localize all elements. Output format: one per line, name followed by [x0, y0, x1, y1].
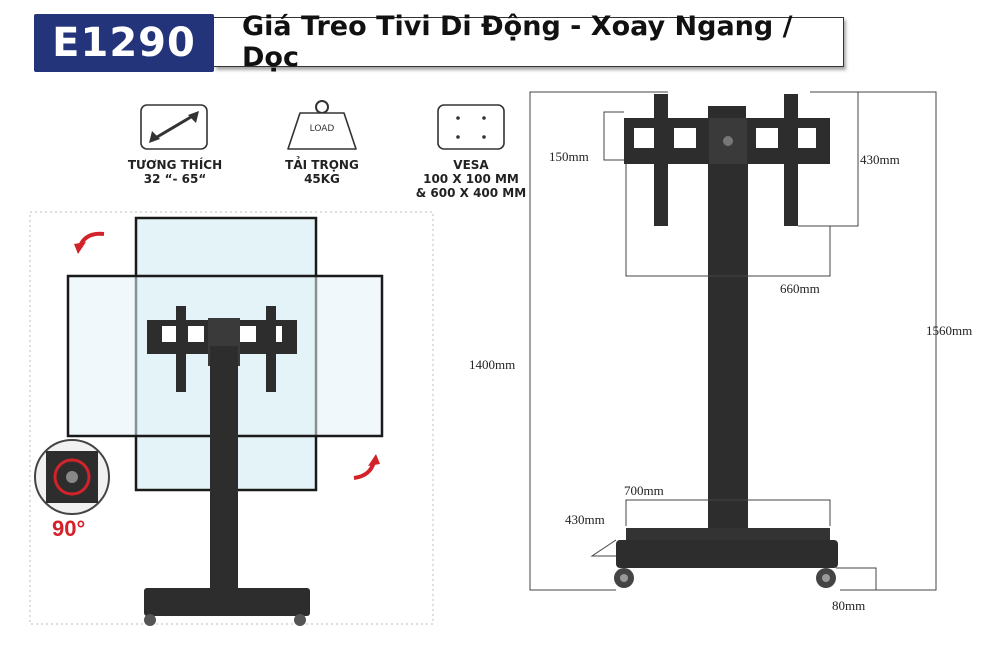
dimension-lines [529, 91, 937, 591]
dim-430-base: 430mm [565, 512, 605, 527]
feature-vesa: VESA 100 X 100 MM & 600 X 400 MM [404, 158, 538, 200]
feature-load: TẢI TRỌNG 45KG [262, 158, 382, 186]
feature-vesa-line3: & 600 X 400 MM [415, 186, 527, 200]
vesa-pattern-icon [437, 104, 505, 150]
dim-430-bracket: 430mm [860, 152, 900, 167]
dim-80: 80mm [832, 598, 866, 613]
feature-vesa-line1: VESA [453, 158, 489, 172]
page-title: Giá Treo Tivi Di Động - Xoay Ngang / Dọc [214, 11, 844, 73]
rotation-mount-icon [34, 439, 110, 515]
title-text: Giá Treo Tivi Di Động - Xoay Ngang / Dọc [242, 11, 793, 73]
feature-compatible-line1: TƯƠNG THÍCH [127, 158, 223, 172]
rotation-angle-label: 90° [52, 516, 86, 541]
feature-load-line2: 45KG [304, 172, 340, 186]
dim-1560: 1560mm [926, 323, 973, 338]
dim-700: 700mm [624, 483, 664, 498]
feature-compatible-line2: 32 “- 65“ [143, 172, 207, 186]
load-icon-text: LOAD [309, 124, 335, 134]
model-code: E1290 [52, 20, 196, 66]
diagonal-arrow-icon [140, 104, 208, 150]
model-code-badge: E1290 [34, 14, 214, 72]
stand-large [614, 94, 838, 588]
feature-compatible: TƯƠNG THÍCH 32 “- 65“ [110, 158, 240, 186]
dim-660: 660mm [780, 281, 820, 296]
weight-load-icon [287, 100, 357, 150]
feature-load-line1: TẢI TRỌNG [285, 158, 359, 172]
stand-small [144, 306, 310, 626]
feature-vesa-line2: 100 X 100 MM [423, 172, 519, 186]
dim-150: 150mm [549, 149, 589, 164]
dim-1400: 1400mm [469, 357, 516, 372]
